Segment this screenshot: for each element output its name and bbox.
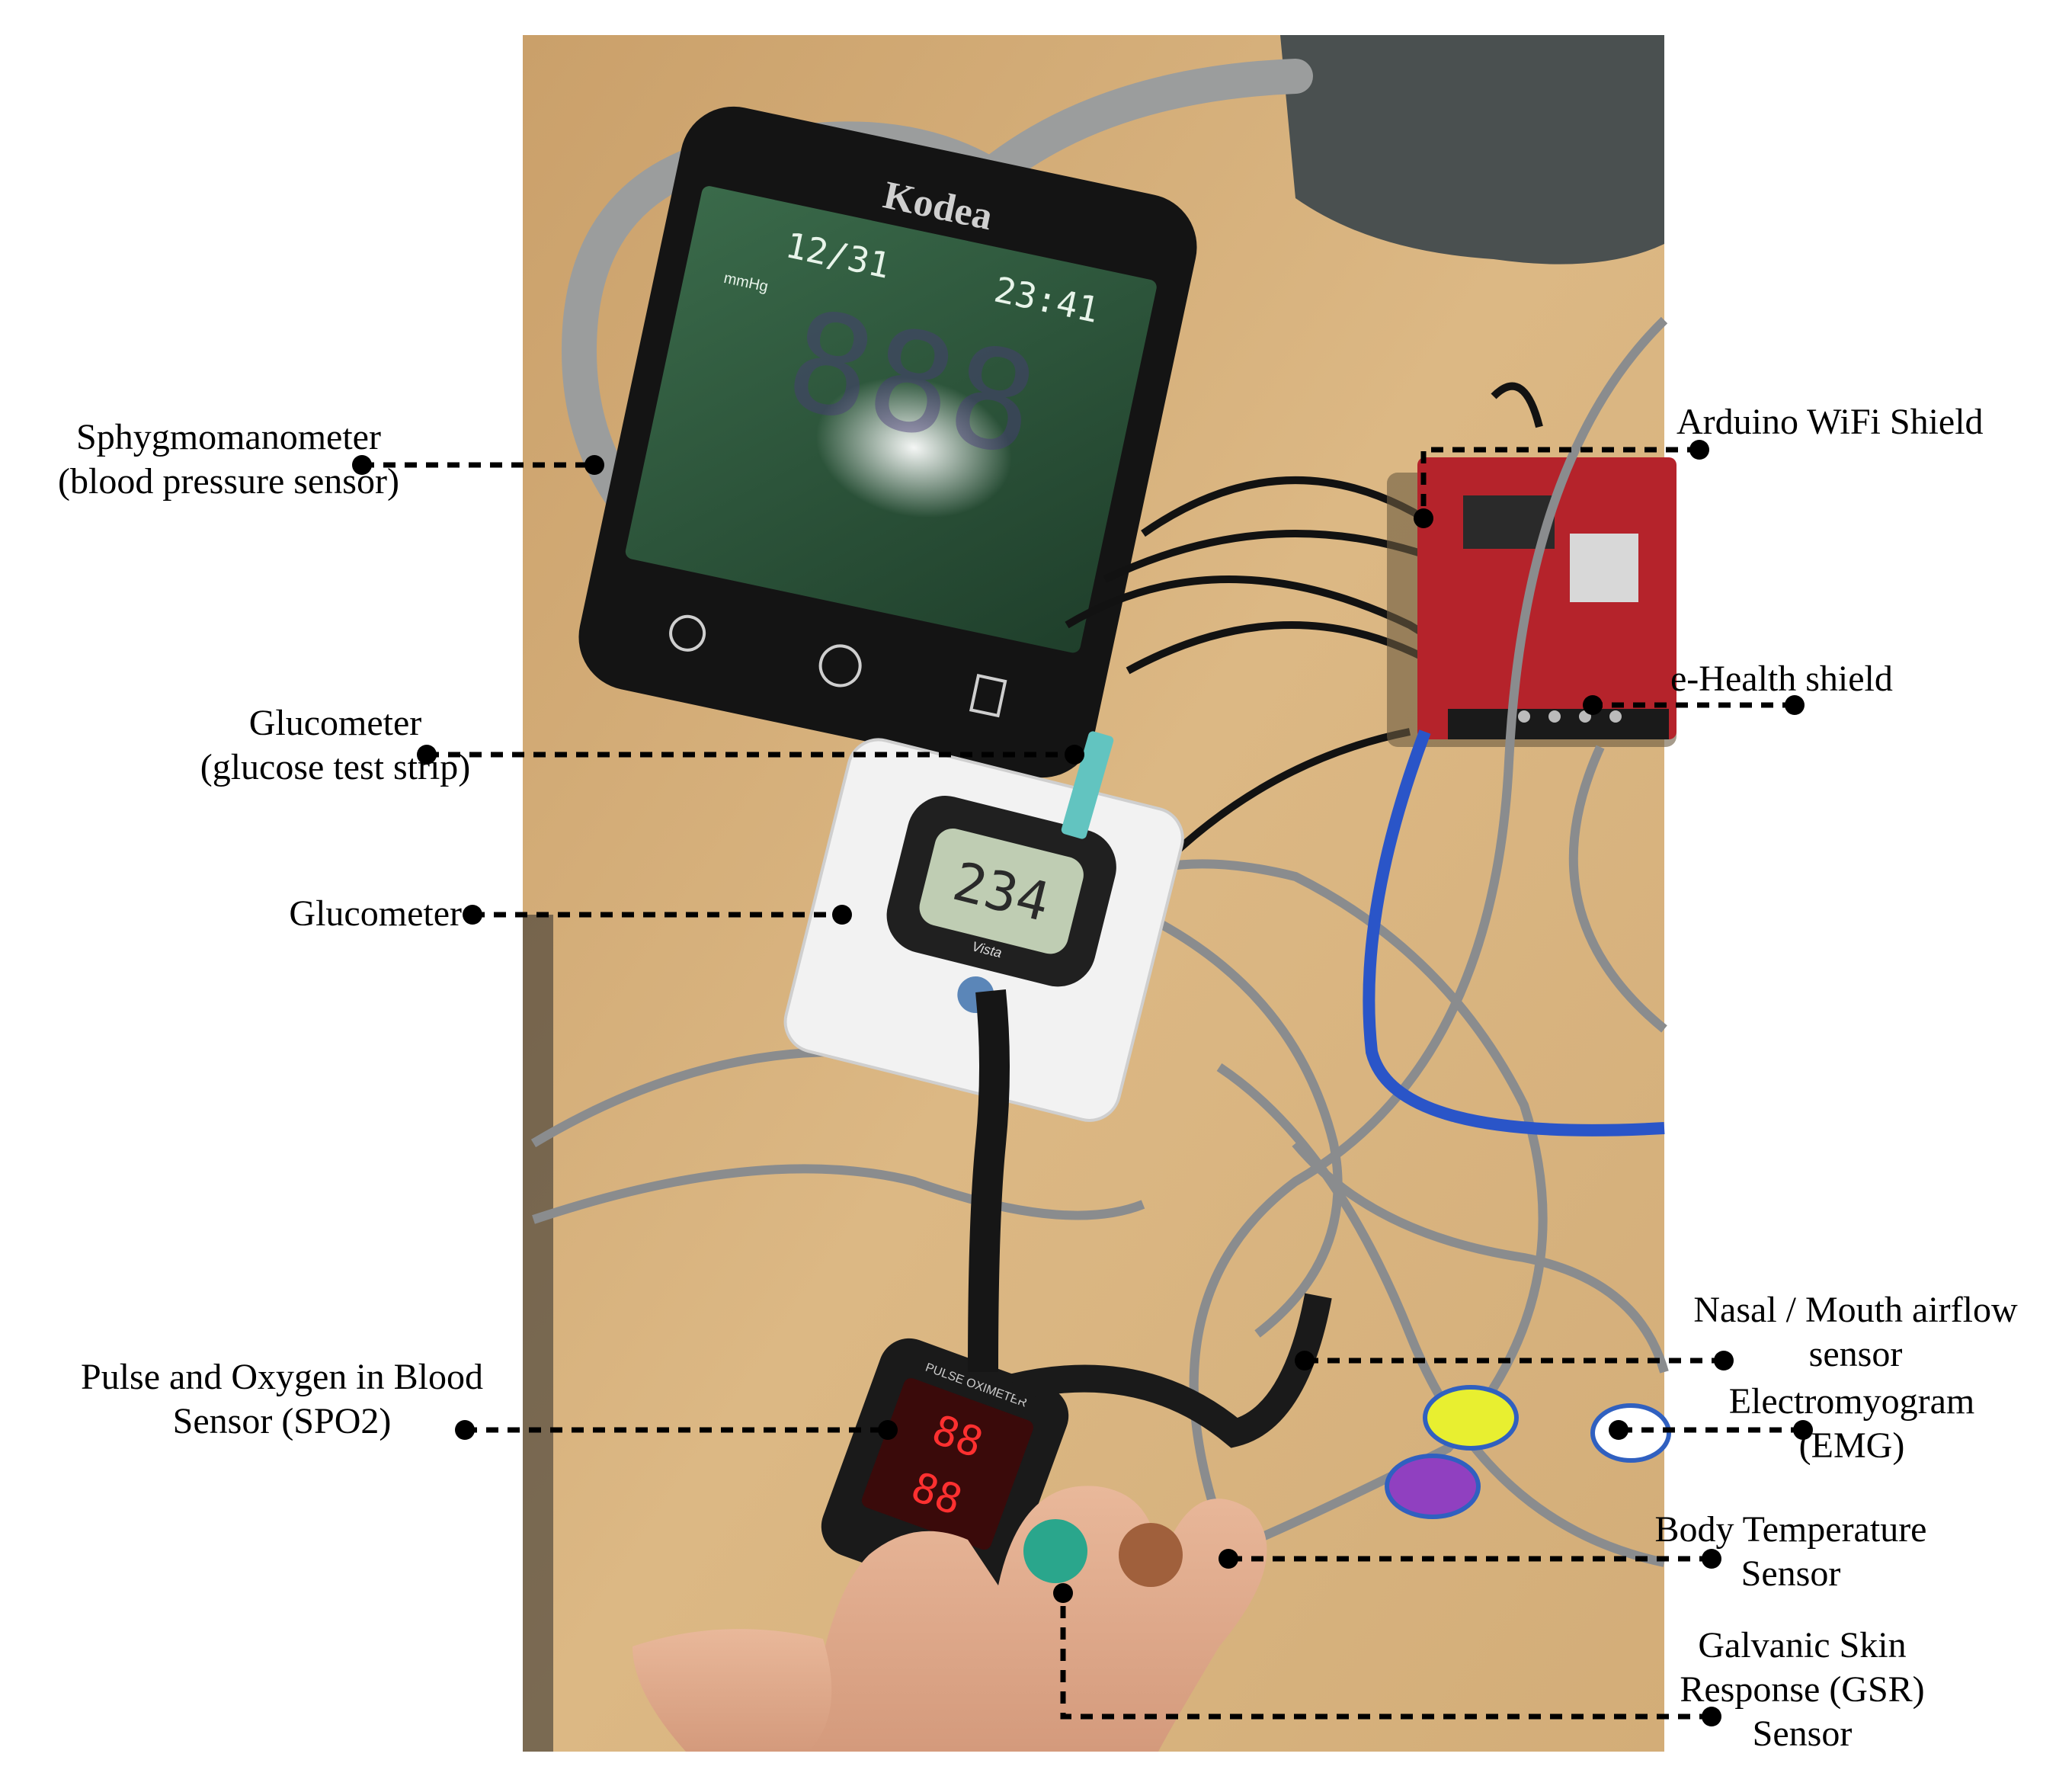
- gsr-electrode-brown: [1119, 1523, 1183, 1587]
- bp-monitor: Kodea 12/31 23:41 mmHg 888: [578, 106, 1197, 778]
- label-wifi-shield: Arduino WiFi Shield: [1676, 400, 2058, 444]
- label-airflow-line2: sensor: [1808, 1334, 1903, 1374]
- label-gsr-line2: Response (GSR): [1680, 1669, 1925, 1710]
- label-gsr-line1: Galvanic Skin: [1698, 1625, 1907, 1665]
- label-wifi-shield-line1: Arduino WiFi Shield: [1676, 402, 1984, 442]
- label-glucometer-strip-line2: (glucose test strip): [200, 747, 471, 787]
- memo-icon: [969, 674, 1007, 718]
- label-spo2-line1: Pulse and Oxygen in Blood: [81, 1357, 483, 1397]
- label-glucometer-strip-line1: Glucometer: [248, 703, 422, 743]
- label-sphygmomanometer-line2: (blood pressure sensor): [58, 461, 399, 502]
- oximeter-cable: [968, 989, 1010, 1373]
- label-temperature-line1: Body Temperature: [1654, 1509, 1927, 1550]
- label-glucometer: Glucometer: [229, 892, 462, 936]
- arduino-boards: [1387, 457, 1676, 747]
- table-edge: [523, 915, 553, 1752]
- label-airflow-line1: Nasal / Mouth airflow: [1693, 1290, 2018, 1330]
- usb-cable: [1363, 729, 1665, 1136]
- label-sphygmomanometer: Sphygmomanometer (blood pressure sensor): [23, 415, 434, 504]
- emg-electrodes: [1385, 1385, 1671, 1519]
- power-icon: [818, 644, 862, 688]
- label-airflow: Nasal / Mouth airflow sensor: [1654, 1288, 2058, 1377]
- test-strip: [1061, 731, 1114, 839]
- label-sphygmomanometer-line1: Sphygmomanometer: [76, 417, 381, 457]
- label-ehealth-shield-line1: e-Health shield: [1670, 659, 1893, 699]
- label-gsr: Galvanic Skin Response (GSR) Sensor: [1623, 1624, 1981, 1756]
- label-temperature-line2: Sensor: [1741, 1553, 1841, 1594]
- bp-cuff: [1280, 35, 1664, 264]
- label-emg-line2: (EMG): [1798, 1425, 1905, 1466]
- settings-icon: [669, 614, 706, 652]
- photo: Kodea 12/31 23:41 mmHg 888: [523, 35, 1676, 1752]
- label-spo2-line2: Sensor (SPO2): [172, 1401, 392, 1441]
- label-emg: Electromyogram (EMG): [1676, 1380, 2027, 1468]
- label-glucometer-line1: Glucometer: [289, 893, 462, 934]
- leader-wifi-shield: [1420, 447, 1699, 518]
- label-emg-line1: Electromyogram: [1728, 1381, 1975, 1422]
- label-spo2: Pulse and Oxygen in Blood Sensor (SPO2): [42, 1355, 522, 1444]
- leader-dots: [352, 440, 1813, 1726]
- label-ehealth-shield: e-Health shield: [1670, 657, 2051, 701]
- leader-gsr: [1060, 1593, 1712, 1720]
- gsr-electrode-green: [1023, 1519, 1087, 1583]
- label-glucometer-strip: Glucometer (glucose test strip): [168, 701, 503, 790]
- label-temperature: Body Temperature Sensor: [1608, 1508, 1974, 1596]
- leader-lines: [362, 447, 1803, 1720]
- label-gsr-line3: Sensor: [1752, 1713, 1853, 1754]
- hand: [632, 1486, 1267, 1752]
- pulse-oximeter: PULSE OXIMETER 88 88: [821, 1338, 1069, 1604]
